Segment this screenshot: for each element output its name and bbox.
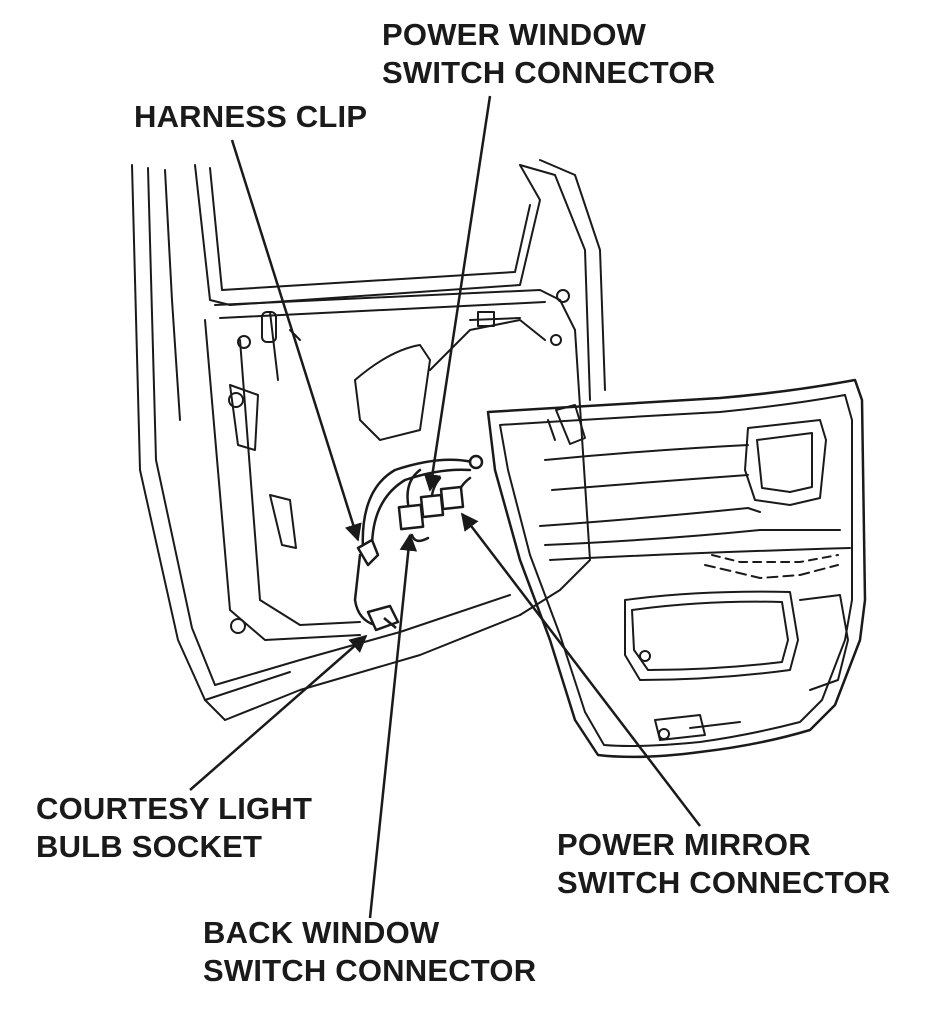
label-line: SWITCH CONNECTOR [382, 55, 716, 90]
power-mirror-connector-part [439, 485, 465, 511]
label-line: BACK WINDOW [203, 915, 440, 950]
label-line: POWER WINDOW [382, 17, 647, 52]
leader-power-window [423, 95, 492, 492]
leader-power-mirror [460, 512, 701, 827]
door-trim-panel [486, 378, 867, 759]
connectors [356, 454, 484, 632]
label-power-window-switch-connector: POWER WINDOW SWITCH CONNECTOR [382, 16, 715, 92]
leader-lines [189, 95, 701, 919]
back-window-connector-part [397, 503, 425, 531]
label-line: SWITCH CONNECTOR [557, 865, 891, 900]
label-power-mirror-switch-connector: POWER MIRROR SWITCH CONNECTOR [557, 826, 890, 902]
leader-harness-clip [230, 139, 362, 542]
label-line: SWITCH CONNECTOR [203, 953, 537, 988]
label-courtesy-light-bulb-socket: COURTESY LIGHT BULB SOCKET [36, 790, 312, 866]
label-line: HARNESS CLIP [134, 99, 368, 134]
door-frame [131, 159, 606, 721]
label-line: POWER MIRROR [557, 827, 811, 862]
label-harness-clip: HARNESS CLIP [134, 98, 367, 136]
harness-clip-part [356, 538, 380, 567]
leader-back-window [368, 533, 418, 919]
leader-courtesy-light [189, 634, 368, 791]
label-back-window-switch-connector: BACK WINDOW SWITCH CONNECTOR [203, 914, 536, 990]
label-line: COURTESY LIGHT [36, 791, 313, 826]
label-line: BULB SOCKET [36, 829, 263, 864]
power-window-connector-part [419, 493, 445, 519]
